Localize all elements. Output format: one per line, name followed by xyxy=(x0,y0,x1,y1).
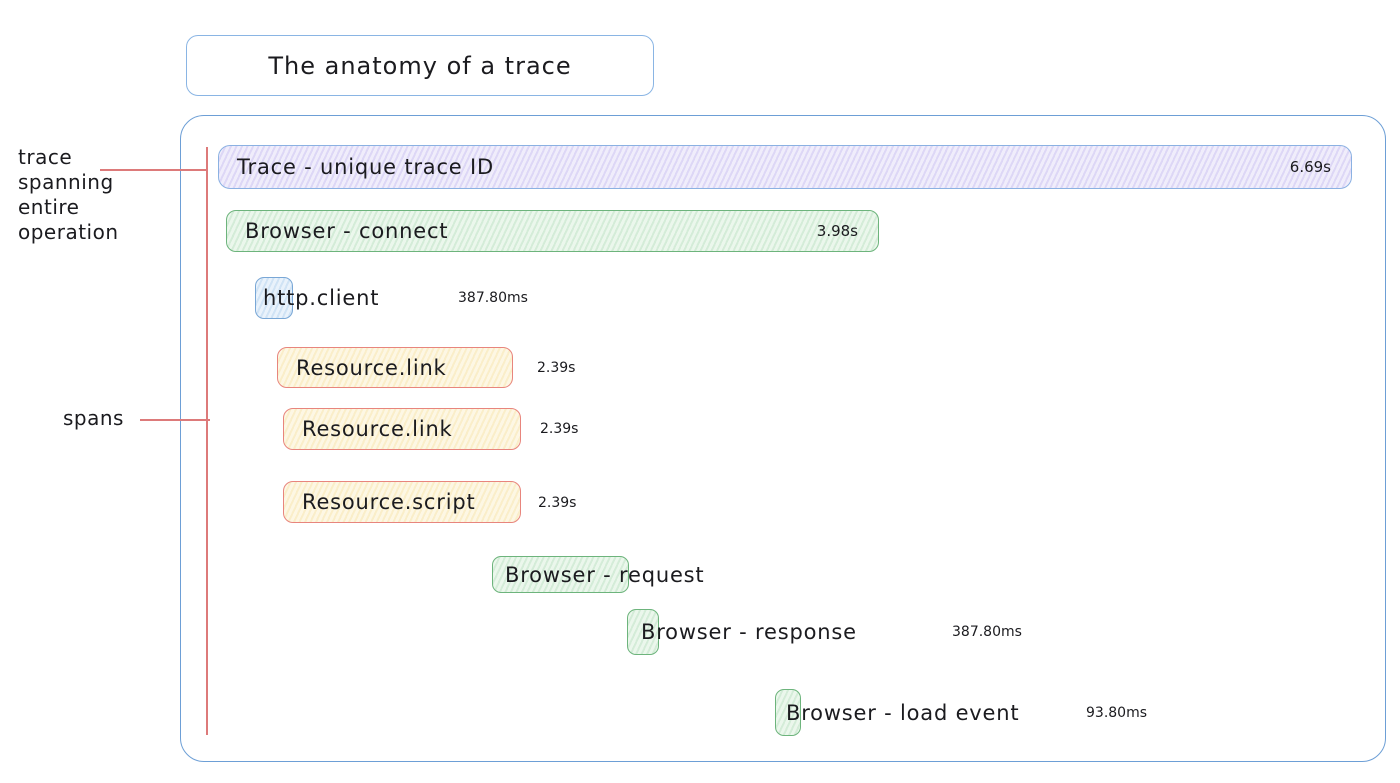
span-browser-load-event-duration: 93.80ms xyxy=(1086,705,1148,721)
spans-bracket-line xyxy=(206,147,208,735)
span-browser-load-event-label: Browser - load event xyxy=(786,700,1020,725)
span-http-client xyxy=(255,277,293,319)
span-browser-response-label: Browser - response xyxy=(641,620,857,644)
annotation-trace-spanning: trace spanning entire operation xyxy=(18,145,119,244)
span-browser-connect: Browser - connect 3.98s xyxy=(226,210,879,252)
span-resource-link-1-duration: 2.39s xyxy=(537,360,576,376)
trace-connector-line xyxy=(100,169,208,171)
span-browser-response-duration: 387.80ms xyxy=(952,624,1022,640)
span-browser-request-label: Browser - request xyxy=(505,562,705,587)
trace-bar-duration: 6.69s xyxy=(1289,158,1331,176)
span-resource-link-1: Resource.link xyxy=(277,347,513,388)
span-resource-script: Resource.script xyxy=(283,481,521,523)
trace-bar: Trace - unique trace ID 6.69s xyxy=(218,145,1352,189)
span-resource-script-label: Resource.script xyxy=(302,490,476,514)
span-resource-script-duration: 2.39s xyxy=(538,495,577,511)
trace-bar-label: Trace - unique trace ID xyxy=(237,155,494,179)
annotation-spans: spans xyxy=(63,406,124,430)
span-browser-request xyxy=(492,556,629,593)
spans-connector-line xyxy=(140,419,210,421)
diagram-title: The anatomy of a trace xyxy=(268,51,572,80)
span-resource-link-2-label: Resource.link xyxy=(302,417,453,441)
span-browser-response xyxy=(627,609,659,655)
span-resource-link-1-label: Resource.link xyxy=(296,355,447,380)
span-browser-connect-label: Browser - connect xyxy=(245,219,449,243)
diagram-title-box: The anatomy of a trace xyxy=(186,35,654,96)
span-browser-connect-duration: 3.98s xyxy=(816,222,858,240)
span-http-client-label: http.client xyxy=(263,286,380,310)
span-browser-load-event xyxy=(775,689,801,736)
span-http-client-duration: 387.80ms xyxy=(458,290,528,306)
span-resource-link-2-duration: 2.39s xyxy=(540,421,579,437)
span-resource-link-2: Resource.link xyxy=(283,408,521,450)
